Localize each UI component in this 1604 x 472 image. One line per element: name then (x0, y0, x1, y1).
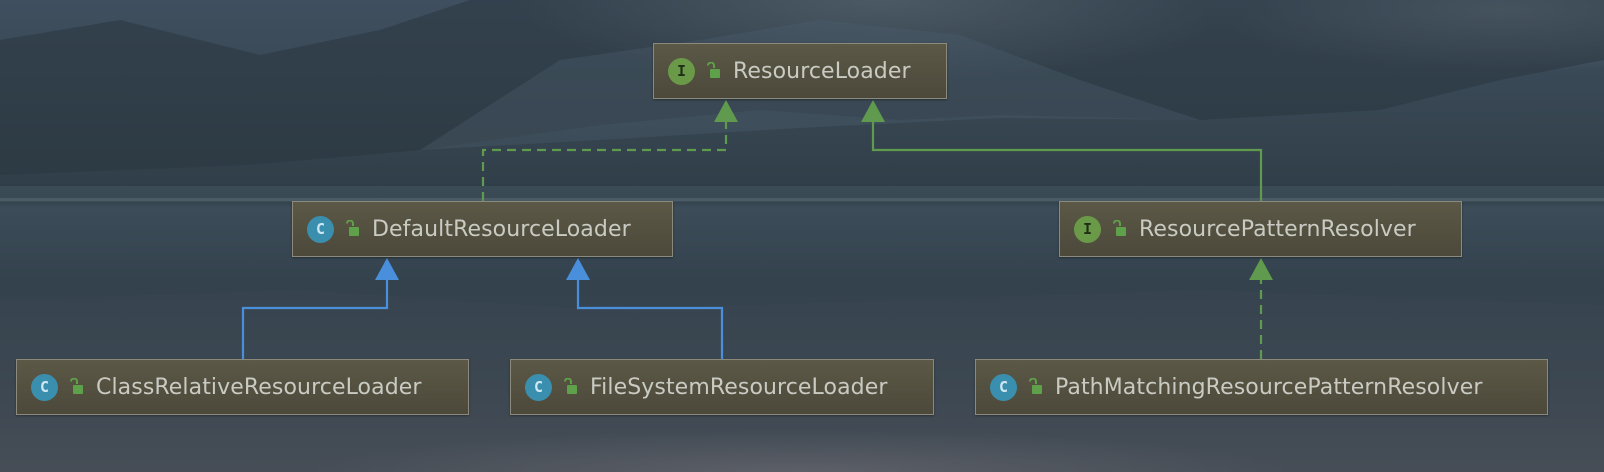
class-icon: C (31, 373, 58, 401)
node-path-matching-resource-pattern-resolver[interactable]: C PathMatchingResourcePatternResolver (975, 359, 1548, 415)
node-file-system-resource-loader[interactable]: C FileSystemResourceLoader (510, 359, 934, 415)
edge-resource-pattern-resolver-to-resource-loader (871, 122, 1263, 201)
unlocked-padlock-icon (344, 220, 360, 238)
unlocked-padlock-icon (68, 378, 84, 396)
node-label: FileSystemResourceLoader (590, 374, 888, 400)
class-icon: C (990, 373, 1017, 401)
edge-default-resource-loader-to-resource-loader (481, 122, 728, 201)
node-label: ResourceLoader (733, 58, 911, 84)
interface-icon: I (668, 57, 695, 85)
edge-file-system-resource-loader-to-default-resource-loader (576, 280, 724, 359)
interface-icon: I (1074, 215, 1101, 243)
node-resource-loader[interactable]: I ResourceLoader (653, 43, 947, 99)
node-label: ClassRelativeResourceLoader (96, 374, 422, 400)
node-label: ResourcePatternResolver (1139, 216, 1416, 242)
arrowhead-default-resource-loader (375, 258, 399, 280)
arrowhead-default-resource-loader (566, 258, 590, 280)
unlocked-padlock-icon (705, 62, 721, 80)
unlocked-padlock-icon (1027, 378, 1043, 396)
node-resource-pattern-resolver[interactable]: I ResourcePatternResolver (1059, 201, 1462, 257)
unlocked-padlock-icon (562, 378, 578, 396)
edge-class-relative-resource-loader-to-default-resource-loader (241, 280, 389, 359)
class-icon: C (525, 373, 552, 401)
arrowhead-resource-loader (861, 100, 885, 122)
arrowhead-resource-loader (714, 100, 738, 122)
unlocked-padlock-icon (1111, 220, 1127, 238)
class-icon: C (307, 215, 334, 243)
arrowhead-resource-pattern-resolver (1249, 258, 1273, 280)
node-label: PathMatchingResourcePatternResolver (1055, 374, 1483, 400)
node-class-relative-resource-loader[interactable]: C ClassRelativeResourceLoader (16, 359, 469, 415)
node-label: DefaultResourceLoader (372, 216, 631, 242)
node-default-resource-loader[interactable]: C DefaultResourceLoader (292, 201, 673, 257)
